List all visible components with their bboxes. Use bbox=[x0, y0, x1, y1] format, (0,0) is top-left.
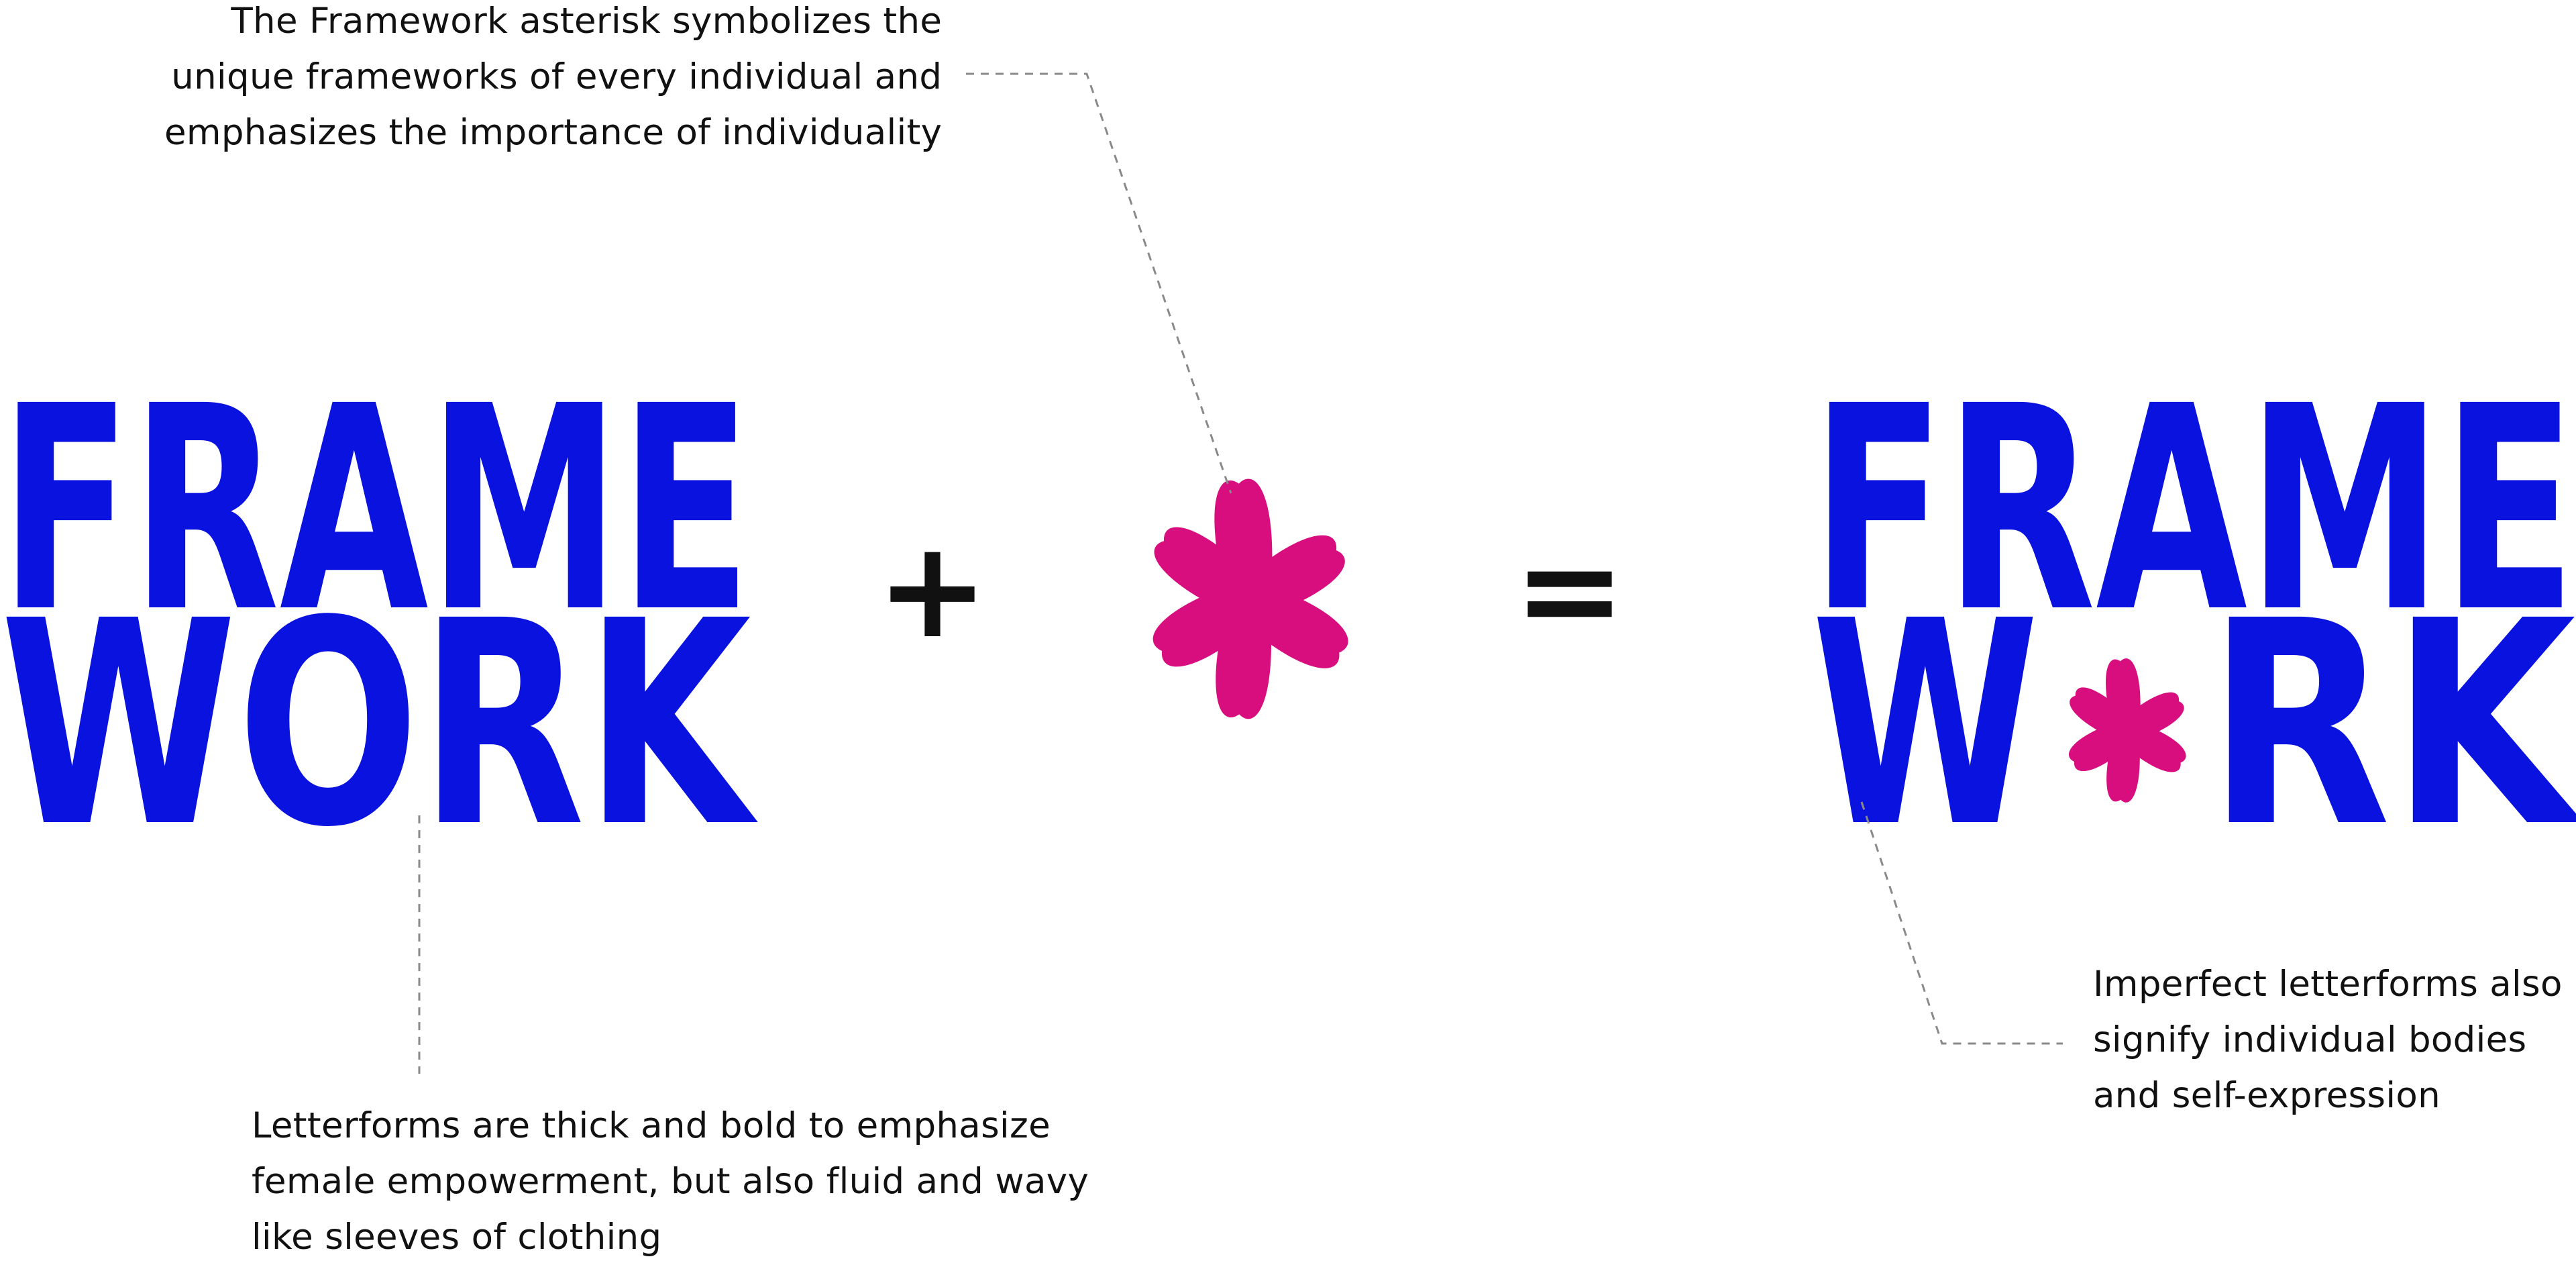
wordmark-right-row2-w: W bbox=[1811, 561, 2039, 889]
caption-line: and self-expression bbox=[2093, 1075, 2440, 1116]
caption-imperfect-letterforms: Imperfect letterforms also signify indiv… bbox=[2093, 956, 2563, 1123]
caption-line: female empowerment, but also fluid and w… bbox=[252, 1161, 1089, 1202]
caption-letterforms: Letterforms are thick and bold to emphas… bbox=[252, 1098, 1089, 1265]
framework-asterisk-small-icon bbox=[2069, 658, 2186, 803]
wordmark-right-row1: FRAME bbox=[1811, 346, 2576, 674]
asterisk-petals bbox=[1152, 478, 1348, 719]
leader-line-asterisk bbox=[966, 72, 1232, 494]
wordmark-left-row1: FRAME bbox=[0, 346, 751, 674]
caption-line: signify individual bodies bbox=[2093, 1019, 2527, 1060]
asterisk-petals bbox=[2069, 658, 2186, 803]
caption-line: Letterforms are thick and bold to emphas… bbox=[252, 1105, 1051, 1146]
equals-operator: = bbox=[1513, 512, 1626, 668]
caption-line: emphasizes the importance of individuali… bbox=[164, 112, 943, 153]
leader-line-imperfect bbox=[1860, 801, 2063, 1045]
asterisk-core bbox=[1202, 554, 1296, 648]
caption-line: The Framework asterisk symbolizes the bbox=[231, 1, 943, 42]
caption-line: unique frameworks of every individual an… bbox=[171, 56, 943, 97]
caption-line: Imperfect letterforms also bbox=[2093, 964, 2563, 1005]
asterisk-core bbox=[2098, 703, 2155, 760]
plus-operator: + bbox=[876, 512, 989, 668]
wordmark-right-row2-rk: RK bbox=[2207, 561, 2576, 889]
caption-asterisk-meaning: The Framework asterisk symbolizes the un… bbox=[164, 0, 942, 160]
caption-line: like sleeves of clothing bbox=[252, 1217, 662, 1258]
wordmark-left-row2: WORK bbox=[0, 561, 759, 889]
